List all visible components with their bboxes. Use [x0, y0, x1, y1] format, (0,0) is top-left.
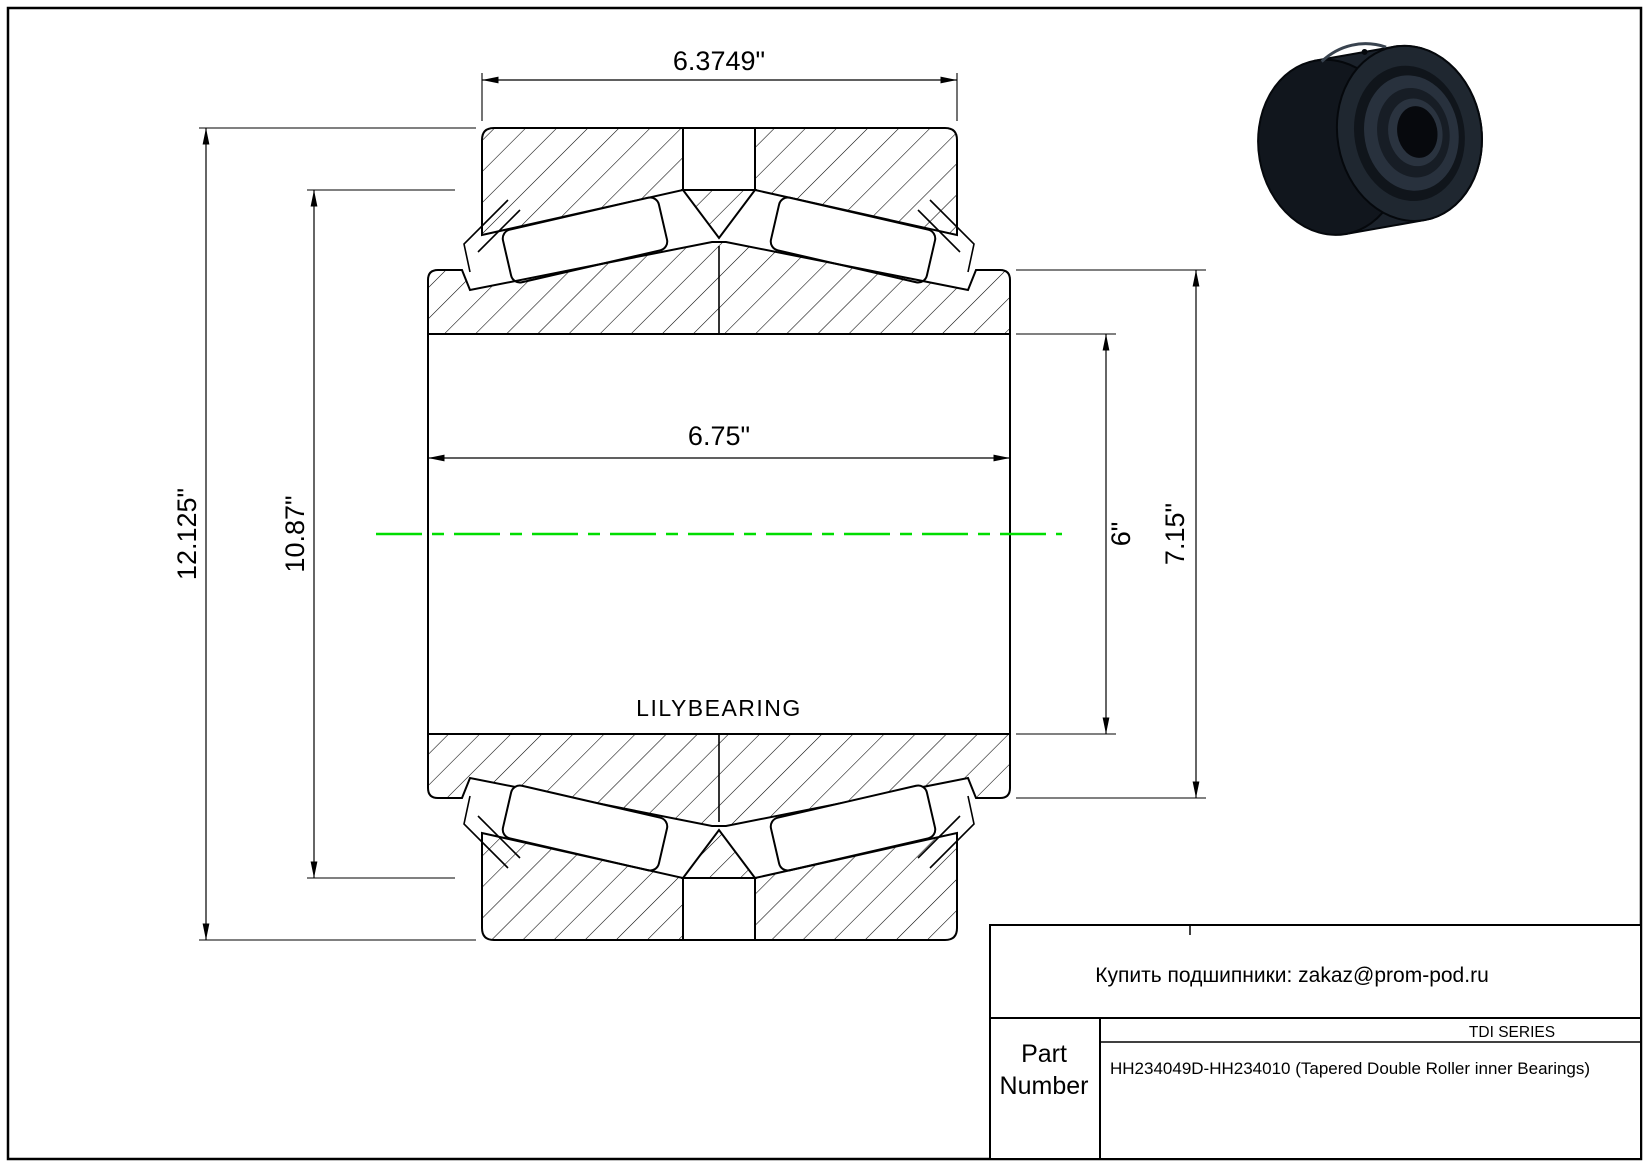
cage-top-right: [929, 199, 975, 273]
cage-top-left-inner: [477, 209, 521, 253]
series-label: TDI SERIES: [1469, 1024, 1555, 1041]
bearing-highlight: [1320, 42, 1387, 63]
dimension-outer-diameter: 12.125": [172, 127, 476, 941]
part-number-value: HH234049D-HH234010 (Tapered Double Rolle…: [1110, 1059, 1590, 1078]
dimension-rib-diameter-label: 7.15": [1160, 503, 1190, 565]
dimension-cup-width: 6.3749": [481, 46, 958, 121]
cage-top-left: [463, 199, 509, 273]
dimension-cup-width-label: 6.3749": [673, 46, 765, 76]
cup-bottom-center-spacer: [682, 877, 756, 941]
bearing-bore-hole: [1397, 106, 1438, 158]
cup-bottom-right-section: [754, 831, 958, 941]
title-block: Купить подшипники: zakaz@prom-pod.ru TDI…: [989, 924, 1642, 1160]
dimension-cage-diameter-label: 10.87": [280, 495, 310, 572]
dimension-bore-diameter-label: 6": [1106, 522, 1136, 547]
cup-top-center-spacer: [682, 127, 756, 191]
bearing-3d-render: [1257, 42, 1483, 236]
sheet-border: [6, 6, 1643, 1161]
dimension-cage-diameter: 10.87": [280, 189, 455, 879]
dimension-outer-diameter-label: 12.125": [172, 488, 202, 580]
cage-top-right-inner: [917, 209, 961, 253]
part-number-label-line2: Number: [1000, 1072, 1089, 1100]
contact-label: Купить подшипники: zakaz@prom-pod.ru: [1095, 964, 1489, 987]
cup-top-right-section: [754, 127, 958, 237]
dimension-rib-diameter: 7.15": [1016, 269, 1206, 799]
bearing-cross-section: LILYBEARING: [376, 127, 1062, 941]
cup-bottom-center-rib: [681, 828, 757, 879]
dimension-cone-width-label: 6.75": [688, 421, 750, 451]
cup-top-center-rib: [681, 189, 757, 240]
dimension-bore-diameter: 6": [1016, 333, 1136, 735]
brand-label: LILYBEARING: [636, 695, 802, 721]
part-number-label-line1: Part: [1021, 1040, 1067, 1068]
bearing-notch: [1361, 48, 1368, 55]
dimension-cone-width: 6.75": [428, 421, 1010, 462]
